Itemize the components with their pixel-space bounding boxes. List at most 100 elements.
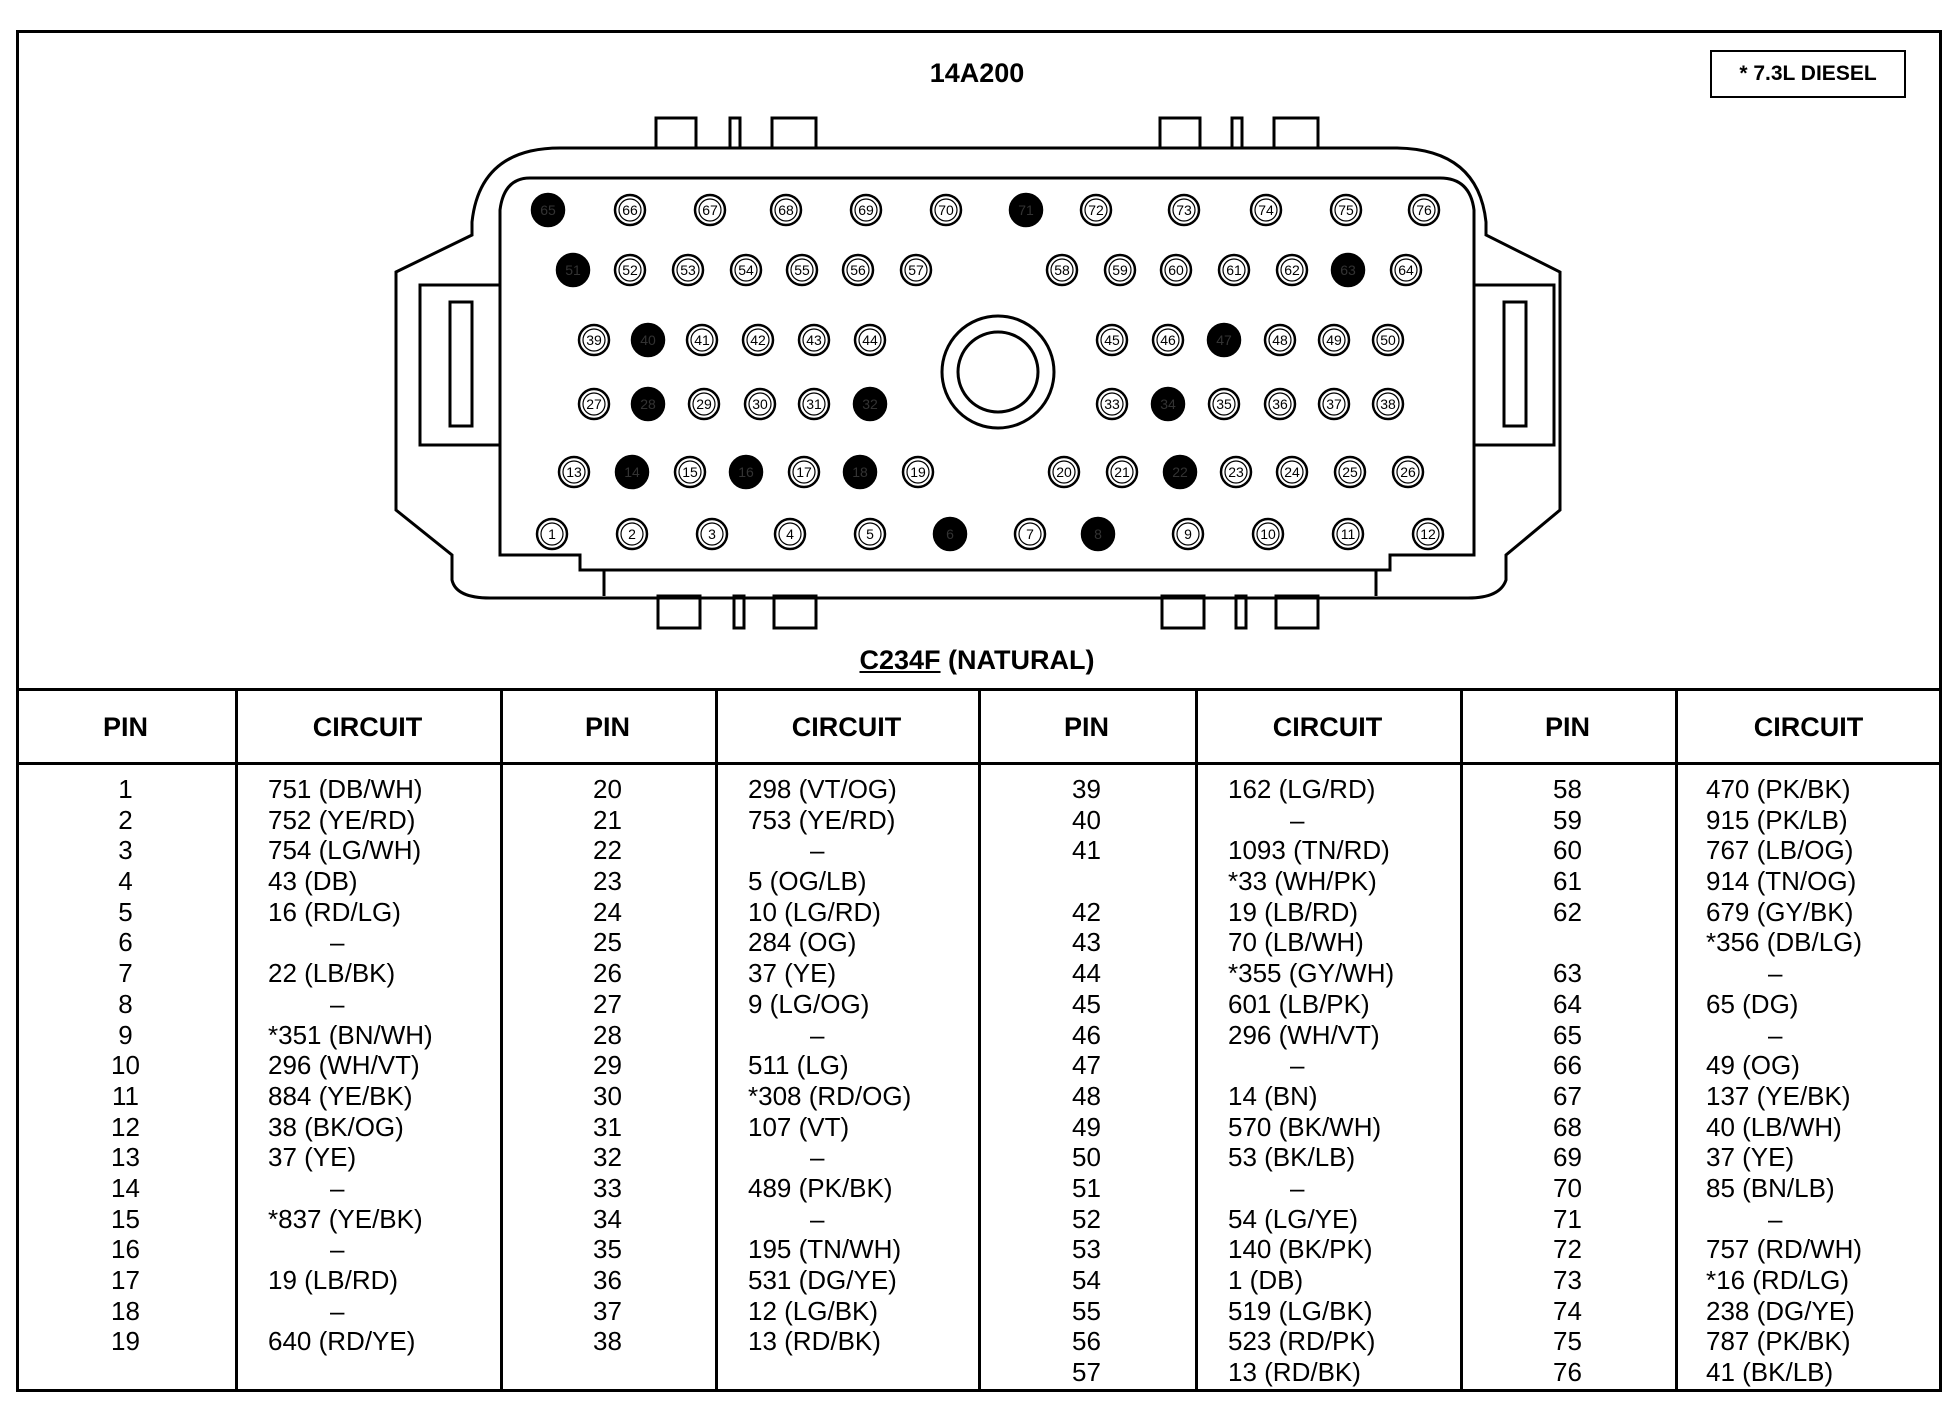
- circuit-value: 43 (DB): [268, 866, 358, 897]
- pin-number: 6: [118, 927, 133, 958]
- pin-label: 2: [628, 526, 636, 542]
- pin-number: 69: [1553, 1142, 1582, 1173]
- pin-number: 75: [1553, 1326, 1582, 1357]
- pin-cavity-ring: [676, 258, 700, 282]
- pin-label: 26: [1400, 464, 1416, 480]
- circuit-header: CIRCUIT: [791, 712, 902, 742]
- pin-cavity-ring: [1084, 198, 1108, 222]
- pin-cavity-ring: [1256, 522, 1280, 546]
- pin-cavity-ring: [904, 258, 928, 282]
- pin-number: [978, 866, 1195, 897]
- pin-label: 8: [1094, 526, 1102, 542]
- circuit-value: 54 (LG/YE): [1228, 1203, 1359, 1234]
- circuit-value: 523 (RD/PK): [1228, 1326, 1376, 1357]
- pin-cavity-ring: [906, 460, 930, 484]
- pin-label: 54: [738, 262, 754, 278]
- pin-cavity-ring: [1254, 198, 1278, 222]
- pin-number: 51: [1072, 1172, 1101, 1203]
- pin-number: 19: [111, 1326, 140, 1357]
- pin-cavity-ring: [1268, 392, 1292, 416]
- pin-cavity-ring: [582, 392, 606, 416]
- pin-number: 25: [593, 927, 622, 958]
- col-divider: [235, 688, 238, 1392]
- pin-label: 27: [586, 396, 602, 412]
- pin-label: 76: [1416, 202, 1432, 218]
- pin-label: 36: [1272, 396, 1288, 412]
- pin-number: 39: [1072, 774, 1101, 804]
- pin-cavity-ring: [1108, 258, 1132, 282]
- pin-number: 11: [112, 1080, 139, 1111]
- circuit-value: 37 (YE): [1706, 1142, 1795, 1173]
- circuit-value: 757 (RD/WH): [1706, 1234, 1863, 1265]
- circuit-value: 41 (BK/LB): [1706, 1357, 1834, 1388]
- circuit-header: CIRCUIT: [312, 712, 423, 742]
- pin-number: 16: [111, 1234, 140, 1265]
- circuit-value: 137 (YE/BK): [1706, 1080, 1851, 1111]
- circuit-column: 162 (LG/RD)–1093 (TN/RD)*33 (WH/PK)19 (L…: [1228, 774, 1394, 1388]
- pin-label: 56: [850, 262, 866, 278]
- circuit-column: 751 (DB/WH)752 (YE/RD)754 (LG/WH)43 (DB)…: [268, 774, 433, 1357]
- circuit-value: 298 (VT/OG): [748, 774, 897, 804]
- pin-label: 65: [540, 202, 556, 218]
- pin-number: 23: [593, 866, 622, 897]
- pin-label: 48: [1272, 332, 1288, 348]
- pin-cavity-ring: [1376, 328, 1400, 352]
- circuit-value: –: [330, 1234, 345, 1265]
- pin-number: [1460, 927, 1675, 958]
- circuit-value: 12 (LG/BK): [748, 1295, 879, 1326]
- pin-label: 52: [622, 262, 638, 278]
- pin-label: 12: [1420, 526, 1436, 542]
- pin-number: 18: [111, 1295, 140, 1326]
- circuit-value: 195 (TN/WH): [748, 1234, 902, 1265]
- circuit-value: 511 (LG): [748, 1050, 849, 1081]
- circuit-value: 22 (LB/BK): [268, 958, 396, 989]
- pin-label: 3: [708, 526, 716, 542]
- pin-number: 55: [1072, 1295, 1101, 1326]
- pin-number: 20: [593, 774, 622, 804]
- pin-cavity-ring: [562, 460, 586, 484]
- pin-number: 27: [593, 988, 622, 1019]
- pin-label: 37: [1326, 396, 1342, 412]
- pin-cavity-ring: [1110, 460, 1134, 484]
- pin-label: 18: [852, 464, 868, 480]
- pin-number: 45: [1072, 988, 1101, 1019]
- pin-label: 45: [1104, 332, 1120, 348]
- pin-cavity-filled: [852, 386, 888, 422]
- pin-label: 24: [1284, 464, 1300, 480]
- circuit-value: 570 (BK/WH): [1228, 1111, 1382, 1142]
- pin-number: 22: [593, 835, 622, 866]
- pin-number: 9: [118, 1019, 133, 1050]
- circuit-value: 10 (LG/RD): [748, 896, 881, 927]
- circuit-value: *16 (RD/LG): [1706, 1265, 1850, 1295]
- pin-cavity-ring: [1050, 258, 1074, 282]
- pin-number: 34: [593, 1203, 622, 1234]
- pin-cavity-ring: [1396, 460, 1420, 484]
- circuit-value: 40 (LB/WH): [1706, 1111, 1842, 1142]
- circuit-value: 53 (BK/LB): [1228, 1142, 1356, 1173]
- pin-number: 76: [1553, 1357, 1582, 1388]
- pin-label: 70: [938, 202, 954, 218]
- pin-cavity-ring: [1338, 460, 1362, 484]
- pin-cavity-ring: [1268, 328, 1292, 352]
- pin-label: 62: [1284, 262, 1300, 278]
- circuit-value: *351 (BN/WH): [268, 1019, 433, 1050]
- pin-label: 47: [1216, 332, 1232, 348]
- col-divider: [978, 688, 981, 1392]
- pin-cavity-filled: [728, 454, 764, 490]
- col-divider: [1675, 688, 1678, 1392]
- circuit-value: *33 (WH/PK): [1228, 866, 1377, 897]
- pin-label: 72: [1088, 202, 1104, 218]
- circuit-value: 19 (LB/RD): [268, 1265, 399, 1295]
- pin-label: 9: [1184, 526, 1192, 542]
- pin-number: 35: [593, 1234, 622, 1265]
- circuit-value: 884 (YE/BK): [268, 1080, 413, 1111]
- pin-cavity-ring: [1224, 460, 1248, 484]
- circuit-value: 601 (LB/PK): [1228, 988, 1370, 1019]
- pin-label: 23: [1228, 464, 1244, 480]
- pin-cavity-ring: [618, 198, 642, 222]
- pin-cavity-ring: [1222, 258, 1246, 282]
- pin-label: 10: [1260, 526, 1276, 542]
- pin-number: 71: [1553, 1203, 1582, 1234]
- pin-label: 6: [946, 526, 954, 542]
